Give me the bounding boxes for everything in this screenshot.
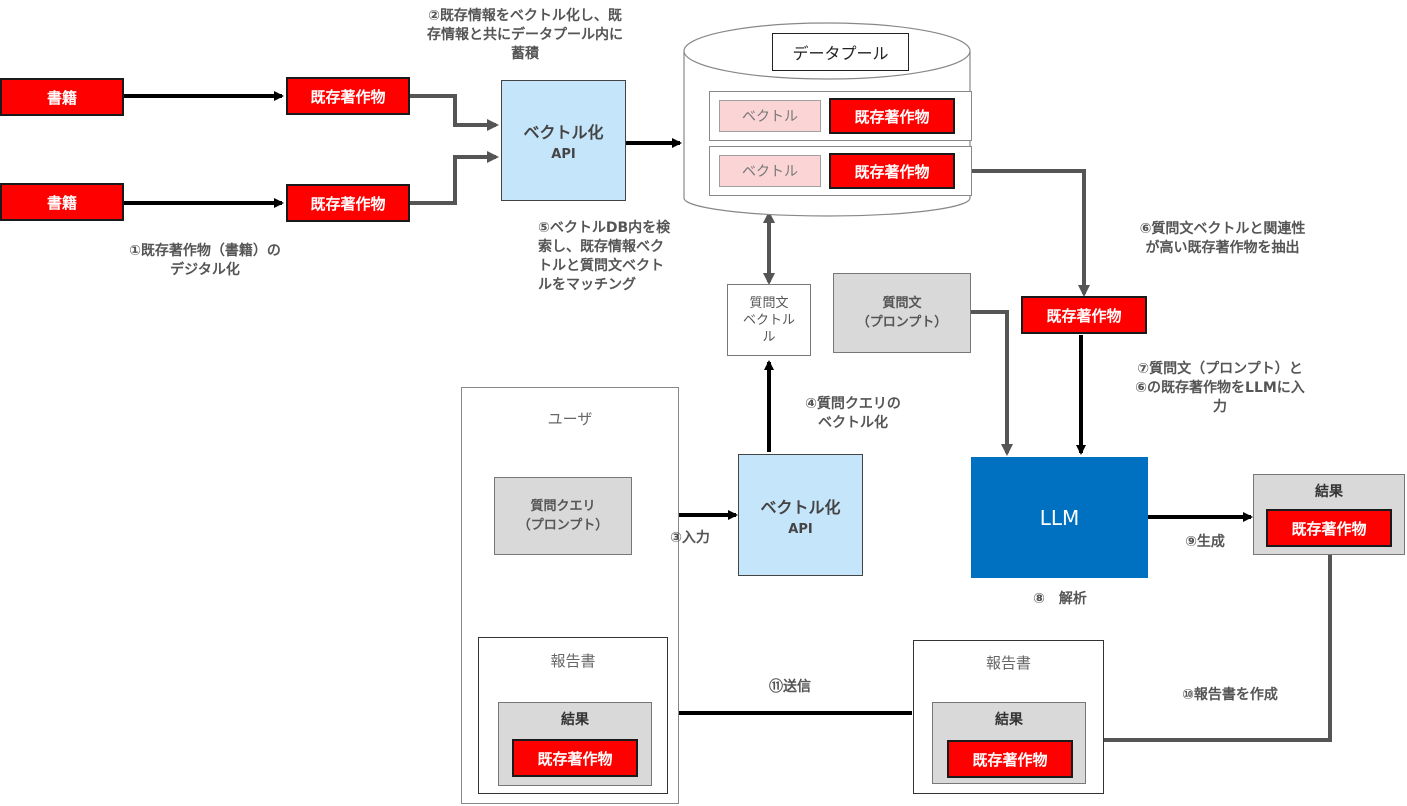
step-10-note: ⑩報告書を作成 <box>1182 687 1278 703</box>
step-8-note: ⑧ 解析 <box>1033 591 1087 607</box>
user-label: ユーザ <box>547 410 593 428</box>
step-11-note: ⑪送信 <box>769 679 811 695</box>
api-label: ベクトル化 <box>523 123 604 142</box>
existing-work-box: 既存著作物 <box>829 98 955 134</box>
existing-work-box: 既存著作物 <box>829 153 955 189</box>
step-1-note: ①既存著作物（書籍）の デジタル化 <box>129 243 281 278</box>
report-title: 報告書 <box>985 654 1031 672</box>
vector-box: ベクトル <box>719 100 821 132</box>
report-result-title: 結果 <box>995 712 1023 728</box>
user-report-work-box: 既存著作物 <box>512 739 638 777</box>
step-7-note: ⑦質問文（プロンプト）と ⑥の既存著作物をLLMに入 力 <box>1135 361 1305 415</box>
vectorize-api-box: ベクトル化 API <box>738 454 863 576</box>
vectorize-api-box: ベクトル化 API <box>501 80 626 201</box>
step-2-note: ②既存情報をベクトル化し、既 存情報と共にデータプール内に 蓄積 <box>427 8 623 62</box>
api-sublabel: API <box>788 521 813 537</box>
arrow-works1-api <box>410 94 499 131</box>
step-4-note: ④質問クエリの ベクトル化 <box>805 396 901 431</box>
step-3-note: ③入力 <box>670 530 710 546</box>
user-report-title: 報告書 <box>550 652 596 670</box>
datapool-title: データプール <box>772 33 909 71</box>
user-result-title: 結果 <box>561 712 589 728</box>
arrow-datapool-extracted <box>955 169 1090 297</box>
llm-box: LLM <box>971 457 1148 578</box>
result-work-box: 既存著作物 <box>1266 509 1392 547</box>
existing-work-box: 既存著作物 <box>286 184 410 222</box>
vector-box: ベクトル <box>719 155 821 187</box>
result-title: 結果 <box>1315 484 1343 500</box>
step-9-note: ⑨生成 <box>1185 534 1225 550</box>
arrow-works2-api <box>410 151 499 205</box>
user-query-box: 質問クエリ （プロンプト） <box>494 477 632 555</box>
arrow-prompt-llm <box>971 310 1013 456</box>
extracted-work-box: 既存著作物 <box>1021 296 1147 334</box>
report-work-box: 既存著作物 <box>947 740 1073 778</box>
book-box: 書籍 <box>0 78 124 116</box>
question-prompt-box: 質問文 （プロンプト） <box>833 273 971 353</box>
query-vector-box: 質問文 ベクトル ル <box>727 284 811 356</box>
arrow-result-report <box>1089 554 1332 746</box>
api-sublabel: API <box>551 147 576 162</box>
api-label: ベクトル化 <box>760 497 841 517</box>
step-5-note: ⑤ベクトルDB内を検 索し、既存情報ベク トルと質問文ベクト ルをマッチング <box>538 220 671 293</box>
existing-work-box: 既存著作物 <box>286 77 410 115</box>
step-6-note: ⑥質問文ベクトルと関連性 が高い既存著作物を抽出 <box>1139 221 1306 256</box>
book-box: 書籍 <box>0 183 124 221</box>
